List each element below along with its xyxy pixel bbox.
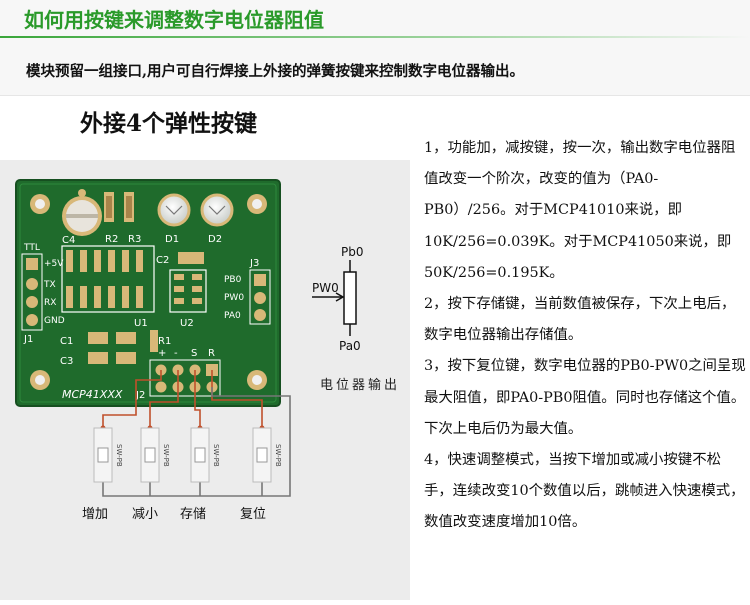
push-button-increase: SW-PB 增加 <box>82 427 123 522</box>
button-label-reset: 复位 <box>240 507 266 522</box>
j2-pin-r: R <box>208 348 215 359</box>
label-c2: C2 <box>156 255 169 266</box>
button-label-decrease: 减小 <box>132 507 158 522</box>
pin-pb0: PB0 <box>224 275 242 285</box>
potentiometer-symbol: Pb0 PW0 Pa0 电位器输出 <box>312 245 400 393</box>
paragraph-4: 4，快速调整模式，当按下增加或减小按键不松手，连续改变10个数值以后，跳帧进入快… <box>424 452 745 531</box>
title-divider <box>0 36 750 38</box>
header-j3: J3 PB0 PW0 PA0 <box>224 258 271 325</box>
j2-pin-s: S <box>191 348 197 359</box>
pcb-board: C4 R2 R3 D1 D2 <box>15 179 281 407</box>
pot-caption: 电位器输出 <box>320 377 400 393</box>
capacitor-c2: C2 <box>156 252 204 266</box>
pot-label-pb0: Pb0 <box>341 245 364 259</box>
led-d2: D2 <box>200 193 234 245</box>
label-c1: C1 <box>60 336 73 347</box>
paragraph-1: 1，功能加，减按键，按一次，输出数字电位器阻值改变一个阶次，改变的值为（PA0-… <box>424 140 736 281</box>
chip-model-label: MCP41XXX <box>62 388 123 401</box>
label-u2: U2 <box>180 318 194 329</box>
chip-u2: U2 <box>169 269 207 329</box>
header-j1-ttl: TTL +5V TX RX GND J1 <box>21 243 65 345</box>
push-button-decrease: SW-PB 减小 <box>132 427 170 522</box>
pot-label-pw0: PW0 <box>312 281 339 295</box>
label-r1: R1 <box>158 336 171 347</box>
pin-tx: TX <box>43 280 56 290</box>
mounting-holes <box>30 194 267 390</box>
label-j2: J2 <box>135 390 145 401</box>
label-ttl: TTL <box>23 243 40 253</box>
j2-pin-plus: + <box>158 348 166 359</box>
paragraph-2: 2，按下存储键，当前数值被保存，下次上电后，数字电位器输出存储值。 <box>424 296 736 344</box>
label-j3: J3 <box>249 258 259 269</box>
page-title: 如何用按键来调整数字电位器阻值 <box>24 8 324 32</box>
label-j1: J1 <box>23 334 33 345</box>
led-d1: D1 <box>157 193 191 245</box>
capacitors-c1-c3: C1 C3 R1 <box>60 330 171 367</box>
button-wires <box>100 370 291 497</box>
label-d1: D1 <box>165 234 179 245</box>
pin-rx: RX <box>44 298 56 308</box>
header-banner: 如何用按键来调整数字电位器阻值 模块预留一组接口,用户可自行焊接上外接的弹簧按键… <box>0 0 750 96</box>
function-description: 1，功能加，减按键，按一次，输出数字电位器阻值改变一个阶次，改变的值为（PA0-… <box>424 133 746 539</box>
label-r3: R3 <box>128 234 141 245</box>
switch-label-2: SW-PB <box>162 444 170 467</box>
pin-pw0: PW0 <box>224 293 244 303</box>
resistors-r2-r3: R2 R3 <box>104 192 141 245</box>
switch-label-4: SW-PB <box>274 444 282 467</box>
capacitor-c4: C4 <box>62 189 102 246</box>
paragraph-3: 3，按下复位键，数字电位器的PB0-PW0之间呈现最大阻值，即PA0-PB0阻值… <box>424 358 746 437</box>
section-title: 外接4个弹性按键 <box>80 110 258 137</box>
label-c3: C3 <box>60 356 73 367</box>
push-button-store: SW-PB 存储 <box>180 427 220 522</box>
button-label-store: 存储 <box>180 507 206 522</box>
label-c4: C4 <box>62 235 75 246</box>
label-r2: R2 <box>105 234 118 245</box>
label-u1: U1 <box>134 318 148 329</box>
pin-gnd: GND <box>44 316 65 326</box>
pin-5v: +5V <box>44 259 64 269</box>
chip-u1: U1 <box>61 245 155 329</box>
j2-pin-minus: - <box>174 348 178 359</box>
button-label-increase: 增加 <box>82 507 108 522</box>
module-description: 模块预留一组接口,用户可自行焊接上外接的弹簧按键来控制数字电位器输出。 <box>26 63 525 80</box>
switch-label-1: SW-PB <box>115 444 123 467</box>
push-button-reset: SW-PB 复位 <box>240 427 282 522</box>
pot-label-pa0: Pa0 <box>339 339 361 353</box>
label-d2: D2 <box>208 234 222 245</box>
pin-pa0: PA0 <box>224 311 241 321</box>
switch-label-3: SW-PB <box>212 444 220 467</box>
